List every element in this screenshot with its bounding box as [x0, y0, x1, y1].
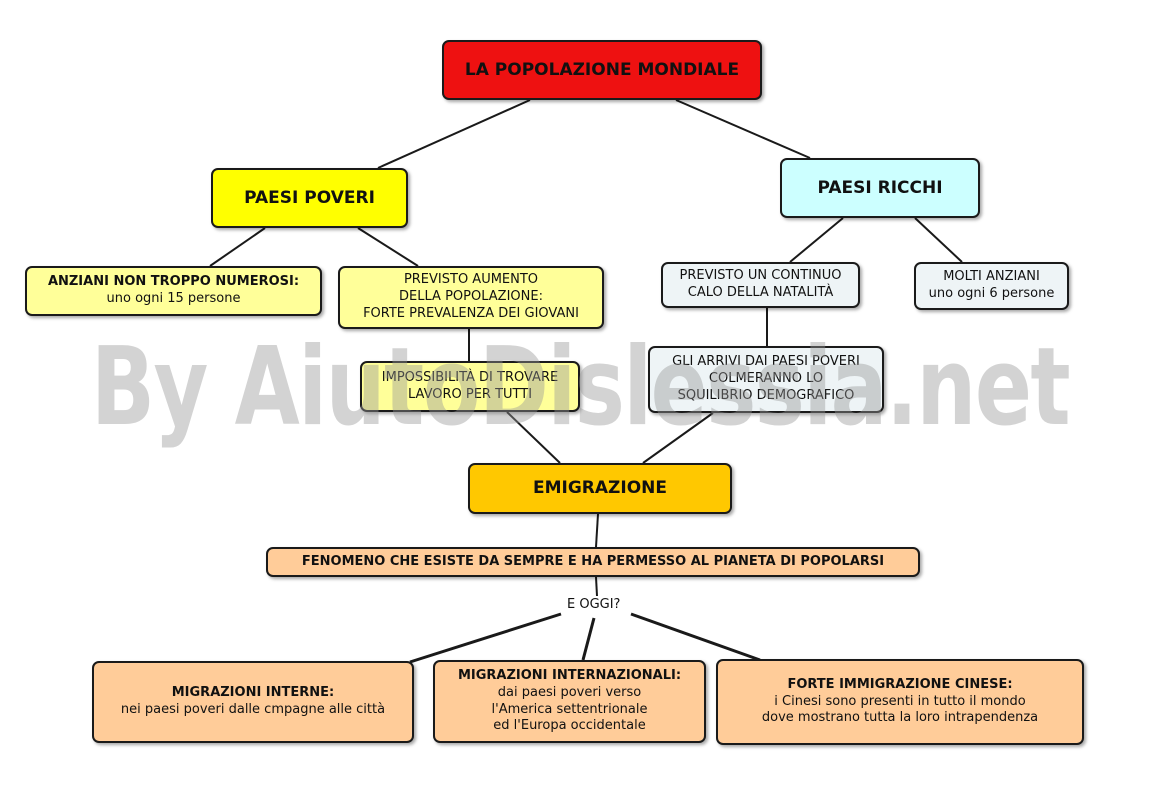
internal-migration-text: nei paesi poveri dalle cmpagne alle citt…	[120, 702, 386, 717]
emigration-label: EMIGRAZIONE	[533, 478, 667, 499]
poor-countries-node: PAESI POVERI	[211, 168, 408, 228]
rich-elderly-node: MOLTI ANZIANI uno ogni 6 persone	[914, 262, 1069, 310]
international-migration-line3: ed l'Europa occidentale	[493, 718, 646, 734]
international-migration-node: MIGRAZIONI INTERNAZIONALI: dai paesi pov…	[433, 660, 706, 743]
link-rich-birth	[789, 217, 844, 263]
link-poor-growth	[357, 227, 419, 267]
chinese-immigration-node: FORTE IMMIGRAZIONE CINESE: i Cinesi sono…	[716, 659, 1084, 745]
link-emigration-phenomenon	[595, 513, 599, 548]
link-rich-elderly	[914, 217, 963, 263]
chinese-immigration-line2: dove mostrano tutta la loro intrapendenz…	[761, 710, 1039, 726]
rich-elderly-line1: MOLTI ANZIANI	[943, 269, 1040, 285]
root-label: LA POPOLAZIONE MONDIALE	[464, 59, 740, 80]
rich-arrivals-line3: SQUILIBRIO DEMOGRAFICO	[677, 387, 855, 403]
link-poor-elderly	[209, 227, 266, 267]
chinese-immigration-title: FORTE IMMIGRAZIONE CINESE:	[787, 676, 1013, 692]
rich-elderly-line2: uno ogni 6 persone	[928, 286, 1055, 301]
phenomenon-node: FENOMENO CHE ESISTE DA SEMPRE E HA PERME…	[266, 547, 920, 577]
poor-growth-line2: DELLA POPOLAZIONE:	[399, 289, 543, 305]
poor-elderly-node: ANZIANI NON TROPPO NUMEROSI: uno ogni 15…	[25, 266, 322, 316]
link-today-chinese	[630, 612, 761, 662]
internal-migration-title: MIGRAZIONI INTERNE:	[171, 685, 335, 701]
chinese-immigration-line1: i Cinesi sono presenti in tutto il mondo	[774, 693, 1026, 709]
internal-migration-node: MIGRAZIONI INTERNE: nei paesi poveri dal…	[92, 661, 414, 743]
link-today-international	[581, 617, 596, 661]
rich-arrivals-node: GLI ARRIVI DAI PAESI POVERI COLMERANNO L…	[648, 346, 884, 413]
rich-birth-node: PREVISTO UN CONTINUO CALO DELLA NATALITÀ	[661, 262, 860, 308]
poor-growth-line3: FORTE PREVALENZA DEI GIOVANI	[363, 305, 579, 321]
link-today-internal	[409, 612, 562, 664]
poor-jobs-line1: IMPOSSIBILITÀ DI TROVARE	[381, 369, 559, 385]
emigration-node: EMIGRAZIONE	[468, 463, 732, 514]
poor-elderly-text: uno ogni 15 persone	[106, 291, 241, 306]
rich-birth-line1: PREVISTO UN CONTINUO	[679, 268, 842, 284]
poor-elderly-title: ANZIANI NON TROPPO NUMEROSI:	[47, 274, 300, 290]
poor-growth-line1: PREVISTO AUMENTO	[403, 272, 539, 288]
link-jobs-emigration	[506, 411, 561, 464]
international-migration-line2: l'America settentrionale	[491, 701, 648, 717]
poor-growth-node: PREVISTO AUMENTO DELLA POPOLAZIONE: FORT…	[338, 266, 604, 329]
rich-arrivals-line1: GLI ARRIVI DAI PAESI POVERI	[672, 354, 860, 370]
rich-birth-line2: CALO DELLA NATALITÀ	[687, 285, 834, 300]
link-root-poor	[377, 99, 531, 169]
rich-countries-label: PAESI RICCHI	[817, 177, 943, 198]
poor-countries-label: PAESI POVERI	[244, 187, 375, 208]
poor-jobs-node: IMPOSSIBILITÀ DI TROVARE LAVORO PER TUTT…	[360, 361, 580, 412]
rich-arrivals-line2: COLMERANNO LO	[708, 371, 824, 387]
link-arrivals-emigration	[642, 412, 714, 464]
rich-countries-node: PAESI RICCHI	[780, 158, 980, 218]
root-node: LA POPOLAZIONE MONDIALE	[442, 40, 762, 100]
phenomenon-label: FENOMENO CHE ESISTE DA SEMPRE E HA PERME…	[301, 553, 885, 569]
international-migration-title: MIGRAZIONI INTERNAZIONALI:	[457, 667, 682, 683]
international-migration-line1: dai paesi poveri verso	[497, 684, 642, 700]
link-root-rich	[675, 99, 811, 159]
link-phenomenon-today	[595, 576, 598, 597]
today-label: E OGGI?	[563, 597, 625, 612]
poor-jobs-line2: LAVORO PER TUTTI	[407, 386, 533, 402]
